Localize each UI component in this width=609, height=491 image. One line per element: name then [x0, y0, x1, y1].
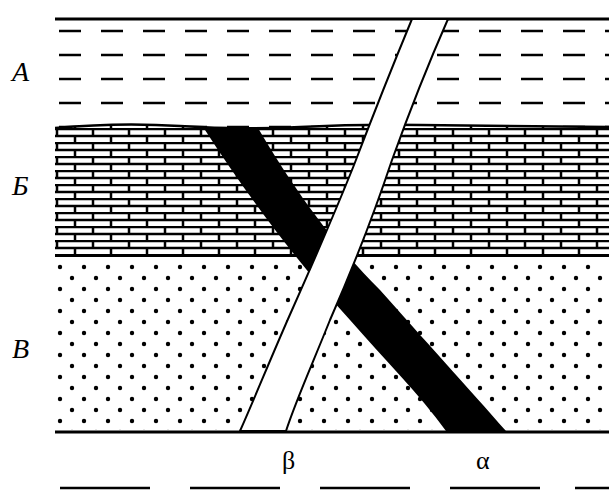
dike-letter: α — [476, 448, 490, 474]
clay-layer — [55, 20, 609, 128]
lower-line — [60, 487, 609, 490]
dike-beta — [240, 19, 448, 431]
dike-letter: β — [282, 448, 295, 474]
layer-letter: Б — [12, 172, 29, 200]
layer-letter: В — [12, 335, 29, 363]
layer-letter: А — [12, 58, 29, 86]
